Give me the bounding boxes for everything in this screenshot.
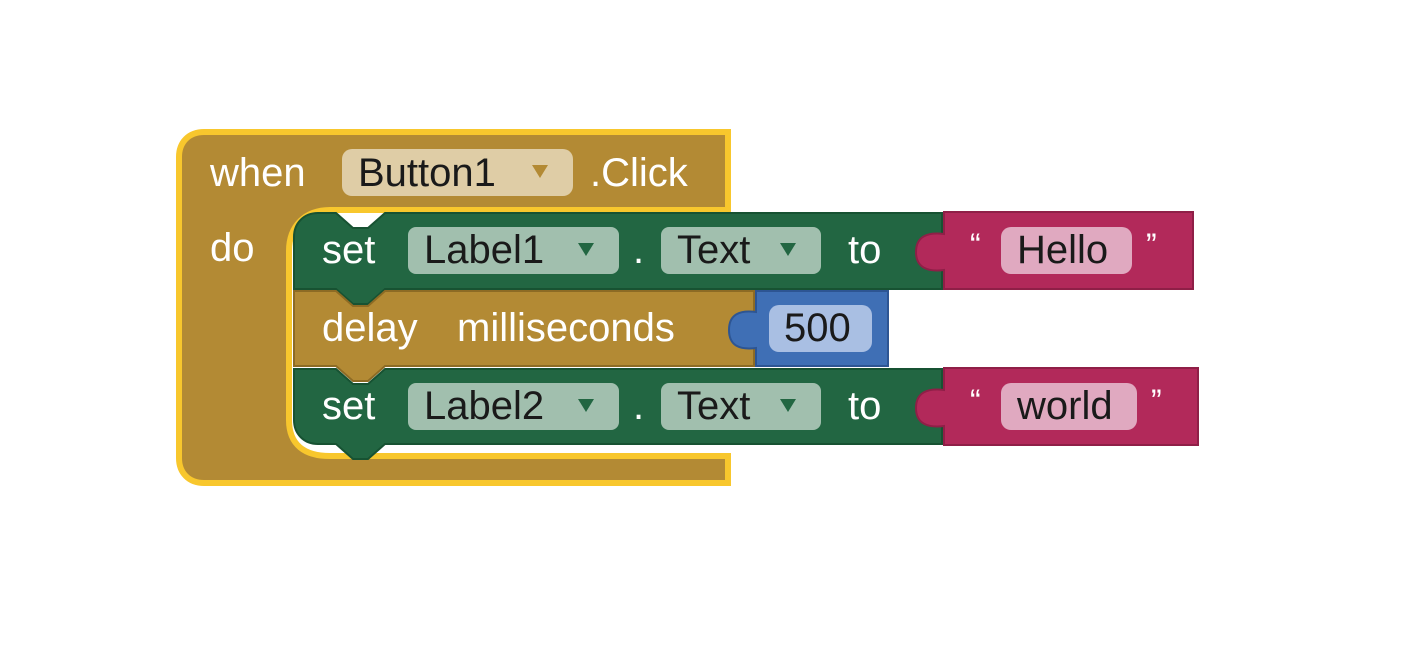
event-block-button1-click[interactable]: when Button1 .Click do: [176, 129, 731, 486]
event-name: .Click: [590, 151, 689, 195]
triangle-down-icon: [780, 243, 796, 256]
delay-block-body: [293, 290, 755, 382]
component-dropdown-label: Label1: [424, 228, 544, 272]
triangle-down-icon: [532, 165, 548, 178]
open-quote: “: [970, 383, 981, 419]
dot-separator: .: [633, 228, 644, 272]
when-keyword: when: [209, 151, 306, 195]
do-keyword: do: [210, 226, 255, 270]
component-dropdown-label2[interactable]: Label2: [408, 383, 619, 430]
text-string-block-hello[interactable]: “ Hello ”: [914, 211, 1194, 290]
component-dropdown-label: Label2: [424, 384, 544, 428]
dot-separator: .: [633, 384, 644, 428]
delay-block[interactable]: delay milliseconds: [293, 290, 755, 382]
close-quote: ”: [1146, 227, 1157, 263]
property-dropdown-label: Text: [677, 384, 750, 428]
property-dropdown-label: Text: [677, 228, 750, 272]
number-value[interactable]: 500: [784, 306, 851, 350]
to-keyword: to: [848, 384, 881, 428]
set-keyword: set: [322, 384, 375, 428]
delay-keyword: delay: [322, 306, 418, 350]
close-quote: ”: [1151, 383, 1162, 419]
text-value[interactable]: Hello: [1017, 228, 1108, 272]
text-string-block-world[interactable]: “ world ”: [914, 367, 1199, 446]
to-keyword: to: [848, 228, 881, 272]
setter-block-label1-text[interactable]: set Label1 . Text to: [293, 212, 943, 305]
property-dropdown-text[interactable]: Text: [661, 383, 821, 430]
set-keyword: set: [322, 228, 375, 272]
triangle-down-icon: [578, 399, 594, 412]
setter-block-label2-text[interactable]: set Label2 . Text to: [293, 368, 943, 460]
component-dropdown-label1[interactable]: Label1: [408, 227, 619, 274]
text-value[interactable]: world: [1016, 384, 1113, 428]
component-dropdown-label: Button1: [358, 151, 496, 195]
property-dropdown-text[interactable]: Text: [661, 227, 821, 274]
open-quote: “: [970, 227, 981, 263]
triangle-down-icon: [578, 243, 594, 256]
number-block-500[interactable]: 500: [727, 290, 889, 367]
triangle-down-icon: [780, 399, 796, 412]
component-dropdown-button1[interactable]: Button1: [342, 149, 573, 196]
milliseconds-label: milliseconds: [457, 306, 675, 350]
